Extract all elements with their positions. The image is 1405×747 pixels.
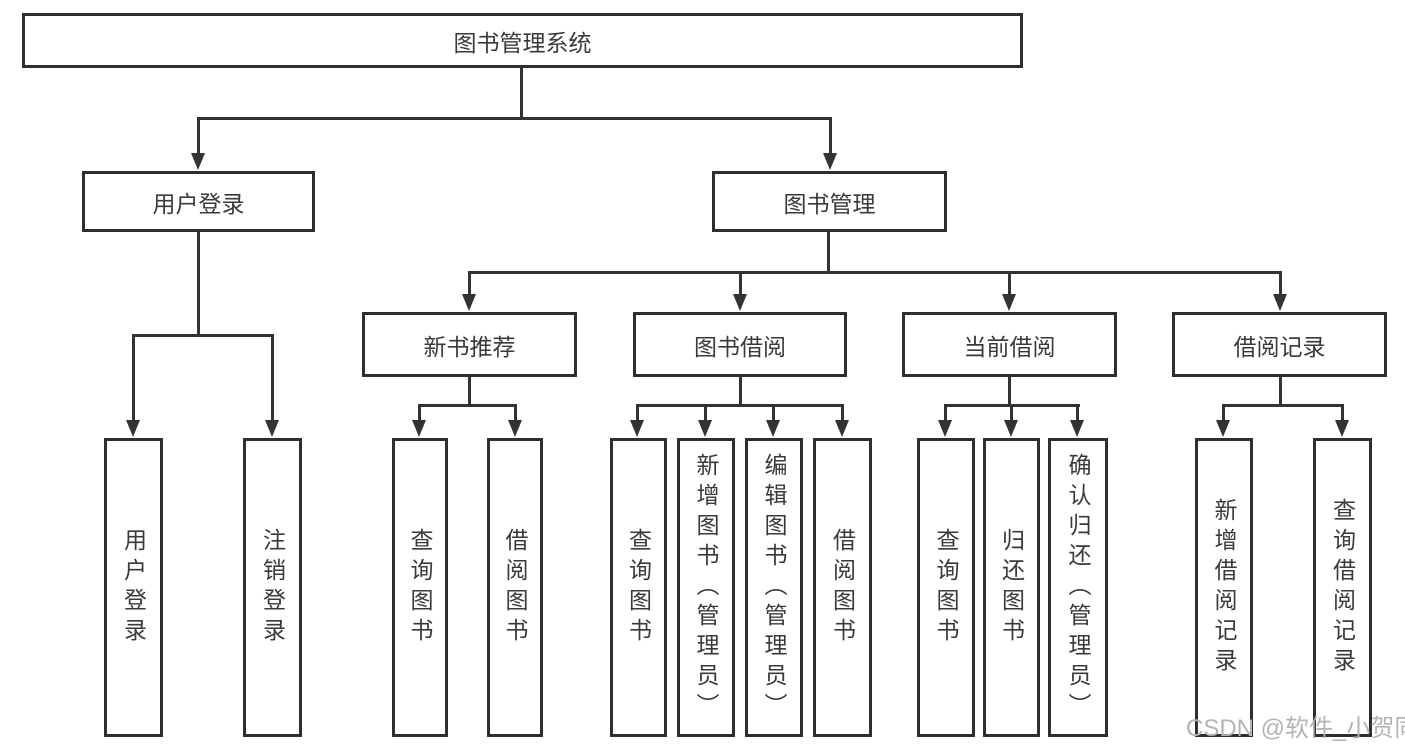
leaf-edit-book-admin-label: 编辑图书（管理员） bbox=[761, 452, 787, 723]
connector-bookmgmt-drop-4 bbox=[1279, 271, 1282, 295]
connector-newbook-stem bbox=[468, 377, 471, 405]
leaf-logout-label: 注销登录 bbox=[259, 527, 286, 648]
connector-bookborrow-rail bbox=[636, 404, 844, 407]
leaf-add-borrow-record: 新增借阅记录 bbox=[1195, 438, 1253, 737]
leaf-query-book-newbook: 查询图书 bbox=[392, 438, 448, 737]
connector-newbook-drop-2 bbox=[514, 404, 517, 420]
leaf-user-login-label: 用户登录 bbox=[120, 527, 147, 648]
connector-bookborrow-stem bbox=[739, 377, 742, 405]
leaf-query-book-borrow-label: 查询图书 bbox=[625, 527, 652, 648]
connector-newbook-rail bbox=[418, 404, 517, 407]
connector-currentborrow-drop-2 bbox=[1010, 404, 1013, 420]
leaf-borrow-book-newbook-label: 借阅图书 bbox=[502, 527, 528, 648]
leaf-user-login: 用户登录 bbox=[104, 438, 163, 737]
arrowhead bbox=[1273, 294, 1287, 311]
node-user-login-label: 用户登录 bbox=[152, 190, 245, 217]
connector-newbook-drop-1 bbox=[418, 404, 421, 420]
arrowhead bbox=[823, 153, 837, 170]
node-book-management: 图书管理 bbox=[712, 171, 947, 232]
arrowhead bbox=[1216, 420, 1230, 437]
leaf-logout: 注销登录 bbox=[243, 438, 302, 737]
arrowhead bbox=[265, 420, 279, 437]
connector-bookmgmt-drop-3 bbox=[1008, 271, 1011, 295]
leaf-borrow-book-newbook: 借阅图书 bbox=[487, 438, 543, 737]
leaf-query-book-newbook-label: 查询图书 bbox=[407, 527, 433, 648]
connector-bookborrow-drop-4 bbox=[841, 404, 844, 420]
arrowhead bbox=[126, 420, 140, 437]
leaf-query-book-current-label: 查询图书 bbox=[933, 527, 959, 648]
node-book-borrow-label: 图书借阅 bbox=[694, 333, 786, 360]
arrowhead bbox=[1002, 294, 1016, 311]
node-borrow-record: 借阅记录 bbox=[1172, 312, 1387, 377]
leaf-return-book-label: 归还图书 bbox=[998, 527, 1025, 648]
connector-root-rail bbox=[197, 117, 832, 120]
node-book-management-label: 图书管理 bbox=[783, 190, 876, 217]
connector-bookmgmt-drop-1 bbox=[468, 271, 471, 295]
connector-bookmgmt-rail bbox=[468, 271, 1282, 274]
leaf-add-book-admin-label: 新增图书（管理员） bbox=[693, 452, 719, 723]
csdn-watermark: CSDN @软件_小贺同学 bbox=[1186, 715, 1405, 742]
node-borrow-record-label: 借阅记录 bbox=[1233, 333, 1326, 360]
leaf-query-book-borrow: 查询图书 bbox=[610, 438, 667, 737]
node-current-borrow: 当前借阅 bbox=[902, 312, 1117, 377]
connector-bookmgmt-drop-2 bbox=[739, 271, 742, 295]
connector-bookmgmt-stem bbox=[827, 232, 830, 272]
connector-borrowrecord-rail bbox=[1222, 404, 1344, 407]
node-root-label: 图书管理系统 bbox=[453, 29, 592, 56]
connector-bookborrow-drop-3 bbox=[772, 404, 775, 420]
arrowhead bbox=[698, 420, 712, 437]
node-new-book-recommend-label: 新书推荐 bbox=[423, 333, 516, 360]
connector-userlogin-stem bbox=[197, 232, 200, 335]
connector-borrowrecord-drop-2 bbox=[1341, 404, 1344, 420]
arrowhead bbox=[508, 420, 522, 437]
leaf-confirm-return-admin: 确认归还（管理员） bbox=[1048, 438, 1108, 737]
connector-userlogin-rail bbox=[132, 334, 274, 337]
arrowhead bbox=[412, 420, 426, 437]
connector-currentborrow-stem bbox=[1008, 377, 1011, 405]
connector-currentborrow-drop-3 bbox=[1076, 404, 1079, 420]
node-root: 图书管理系统 bbox=[22, 13, 1023, 68]
connector-userlogin-drop-2 bbox=[271, 334, 274, 420]
arrowhead bbox=[1070, 420, 1084, 437]
node-current-borrow-label: 当前借阅 bbox=[963, 333, 1056, 360]
leaf-add-book-admin: 新增图书（管理员） bbox=[677, 438, 735, 737]
connector-root-stem bbox=[520, 68, 523, 117]
node-book-borrow: 图书借阅 bbox=[633, 312, 847, 377]
connector-bookborrow-drop-1 bbox=[636, 404, 639, 420]
leaf-confirm-return-admin-label: 确认归还（管理员） bbox=[1065, 452, 1091, 723]
arrowhead bbox=[766, 420, 780, 437]
arrowhead bbox=[835, 420, 849, 437]
leaf-query-borrow-record-label: 查询借阅记录 bbox=[1329, 497, 1356, 678]
leaf-edit-book-admin: 编辑图书（管理员） bbox=[745, 438, 803, 737]
leaf-borrow-book-borrow: 借阅图书 bbox=[813, 438, 872, 737]
leaf-borrow-book-borrow-label: 借阅图书 bbox=[829, 527, 856, 648]
connector-currentborrow-drop-1 bbox=[944, 404, 947, 420]
connector-root-drop-right bbox=[829, 117, 832, 157]
connector-borrowrecord-stem bbox=[1279, 377, 1282, 405]
connector-userlogin-drop-1 bbox=[132, 334, 135, 420]
arrowhead bbox=[191, 153, 205, 170]
leaf-query-borrow-record: 查询借阅记录 bbox=[1313, 438, 1372, 737]
arrowhead bbox=[630, 420, 644, 437]
node-new-book-recommend: 新书推荐 bbox=[362, 312, 577, 377]
arrowhead bbox=[938, 420, 952, 437]
leaf-query-book-current: 查询图书 bbox=[917, 438, 975, 737]
connector-borrowrecord-drop-1 bbox=[1222, 404, 1225, 420]
connector-bookborrow-drop-2 bbox=[704, 404, 707, 420]
connector-root-drop-left bbox=[197, 117, 200, 157]
node-user-login: 用户登录 bbox=[82, 171, 315, 232]
leaf-return-book: 归还图书 bbox=[983, 438, 1040, 737]
arrowhead bbox=[1004, 420, 1018, 437]
arrowhead bbox=[733, 294, 747, 311]
arrowhead bbox=[462, 294, 476, 311]
leaf-add-borrow-record-label: 新增借阅记录 bbox=[1211, 497, 1237, 678]
arrowhead bbox=[1335, 420, 1349, 437]
